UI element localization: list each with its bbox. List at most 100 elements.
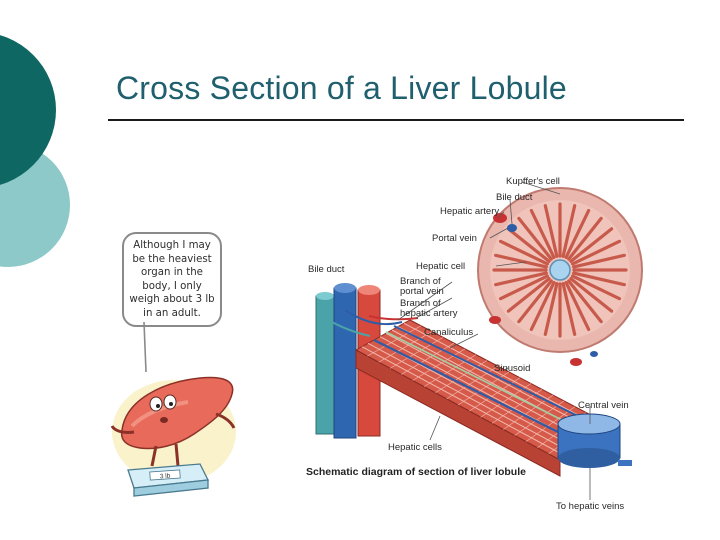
- label-sinusoid: Sinusoid: [494, 363, 531, 374]
- cell-cord-divider: [367, 325, 422, 357]
- portal-triad-vessel: [489, 316, 501, 324]
- portal-vein-vessel-top: [334, 283, 356, 293]
- portal-triad-vessel: [493, 213, 507, 223]
- slide-title: Cross Section of a Liver Lobule: [116, 70, 567, 106]
- canaliculus-channel: [385, 331, 575, 427]
- cell-cord-divider: [525, 406, 576, 442]
- cell-plate: [571, 274, 622, 301]
- mouth: [160, 417, 168, 423]
- cell-plate: [561, 282, 577, 336]
- cell-plate: [506, 277, 551, 313]
- scale-side: [133, 479, 209, 497]
- label-branch-hepatic-artery-1: Branch of: [400, 298, 441, 309]
- left-arm: [110, 425, 135, 434]
- hepatic-artery-vessel-top: [358, 285, 380, 295]
- right-eye: [163, 394, 177, 410]
- right-pupil: [169, 402, 173, 406]
- decorative-circles: [0, 35, 70, 267]
- bile-branch: [324, 317, 371, 337]
- title-underline: [108, 119, 684, 121]
- artery-branch: [368, 315, 419, 321]
- cell-plate: [564, 281, 591, 332]
- bile-duct-vessel-top: [316, 292, 334, 300]
- cell-plate: [529, 281, 556, 332]
- hepatic-cell-cords: [354, 319, 609, 477]
- speech-line: body, I only: [142, 280, 202, 292]
- speech-bubble: Although I may be the heaviest organ in …: [122, 232, 222, 327]
- label-bile-duct-top: Bile duct: [496, 192, 533, 203]
- drum-bottom: [558, 448, 620, 468]
- sinusoid-channel: [373, 339, 559, 433]
- cell-plate: [571, 239, 622, 266]
- right-arm: [215, 412, 236, 429]
- cell-plate: [567, 216, 603, 261]
- speech-line: in an adult.: [143, 307, 201, 319]
- portal-branch: [344, 309, 403, 326]
- lobule-central-vein: [549, 259, 571, 281]
- label-hepatic-artery: Hepatic artery: [440, 206, 500, 217]
- cell-plate: [494, 271, 548, 287]
- cell-cord-divider: [514, 400, 565, 436]
- cell-plate: [529, 208, 556, 259]
- cell-plate: [494, 253, 548, 269]
- diagram-caption: Schematic diagram of section of liver lo…: [306, 466, 526, 478]
- cell-cord-front-face: [355, 349, 561, 477]
- label-kupffer-cell: Kupffer's cell: [506, 176, 560, 187]
- label-canaliculus: Canaliculus: [424, 327, 474, 338]
- liver-body: [120, 376, 234, 450]
- cell-plate: [498, 239, 549, 266]
- hepatic-cell-plates: [492, 202, 628, 338]
- label-central-vein: Central vein: [578, 400, 629, 411]
- leader-lines: [397, 181, 591, 500]
- legs: [150, 443, 180, 467]
- scale-display: [149, 469, 181, 481]
- bubble-tail: [143, 322, 147, 373]
- label-portal-vein: Portal vein: [432, 233, 477, 244]
- speech-line: organ in the: [141, 267, 203, 279]
- cell-plate: [498, 274, 549, 301]
- vessel-branches: [324, 309, 419, 337]
- cell-plate: [569, 277, 614, 313]
- cell-cord-divider: [389, 337, 444, 369]
- cell-plate: [572, 253, 626, 269]
- cell-plate: [561, 204, 577, 258]
- portal-triad-vessel: [570, 358, 582, 366]
- left-eye: [149, 396, 163, 412]
- speech-line: be the heaviest: [132, 253, 212, 265]
- portal-triad-vessel: [507, 224, 517, 232]
- cell-plate: [517, 216, 553, 261]
- cell-cord-divider: [378, 331, 433, 363]
- liver-cartoon-illustration: 3 lb: [110, 322, 236, 497]
- label-bile-duct-left: Bile duct: [308, 264, 345, 275]
- sinusoid-channel: [393, 325, 587, 421]
- label-branch-portal-vein-2: portal vein: [400, 286, 444, 297]
- lobule-cross-section: [477, 187, 643, 366]
- label-branch-hepatic-artery-2: hepatic artery: [400, 308, 458, 319]
- cell-plate: [543, 282, 559, 336]
- drum-outlet: [618, 460, 632, 466]
- cell-cord-divider: [401, 342, 455, 375]
- drum-top: [557, 413, 621, 435]
- label-to-hepatic-veins: To hepatic veins: [556, 501, 625, 512]
- label-hepatic-cell: Hepatic cell: [416, 261, 466, 272]
- left-pupil: [156, 404, 160, 408]
- speech-text: Although I may be the heaviest organ in …: [128, 239, 216, 321]
- cell-plate: [569, 227, 614, 263]
- liver-lobule-diagram: [315, 181, 643, 500]
- cell-plate: [543, 204, 559, 258]
- cell-plate: [572, 271, 626, 287]
- cell-cord-divider: [423, 354, 477, 387]
- scale-readout: 3 lb: [160, 473, 171, 481]
- speech-line: weigh about 3 lb: [129, 294, 215, 306]
- speech-line: Although I may: [133, 240, 211, 251]
- label-hepatic-cells: Hepatic cells: [388, 442, 442, 453]
- cell-cord-divider: [412, 348, 466, 381]
- bile-duct-vessel: [315, 295, 335, 435]
- portal-triad-vessel: [590, 351, 598, 357]
- cell-plate: [567, 279, 603, 324]
- label-branch-portal-vein-1: Branch of: [400, 276, 441, 287]
- dark-teal-circle: [0, 35, 56, 185]
- cell-plate: [564, 208, 591, 259]
- cell-plate: [517, 279, 553, 324]
